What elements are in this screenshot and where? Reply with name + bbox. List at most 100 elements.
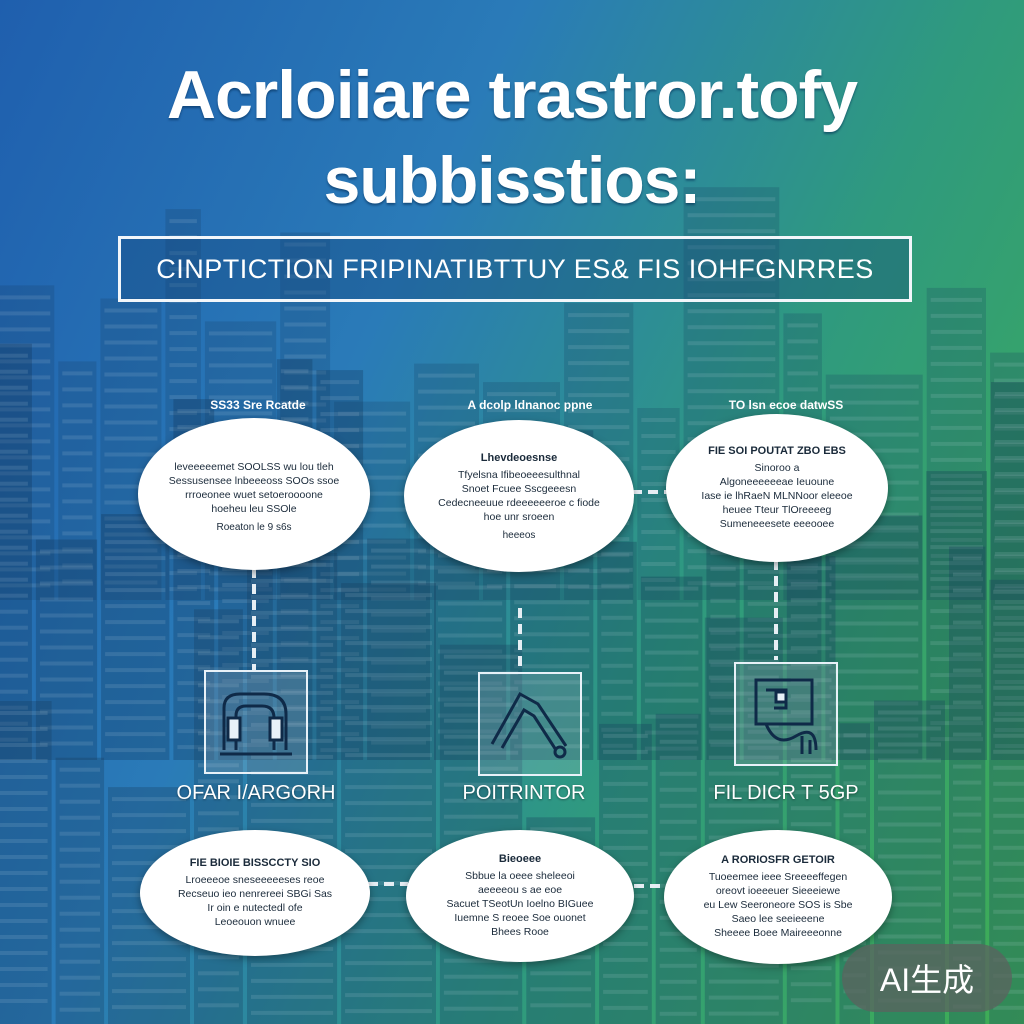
building-window-row [993,909,1024,914]
building-window-row [0,983,48,987]
building-window-row [0,295,51,300]
building-window-row [0,465,28,470]
building-window-row [338,411,407,416]
building-window-row [104,308,158,313]
building-window-row [514,680,590,685]
building-window-row [568,345,630,350]
building-window-row [878,758,941,763]
building-window-row [39,725,94,730]
building-window-row [0,343,51,348]
building-window-row [710,662,736,667]
building-window-row [930,577,983,582]
building-window-row [747,585,818,590]
building-window-row [708,691,779,696]
building-window-row [829,621,919,626]
building-window-row [251,642,334,647]
building-window-row [177,601,211,606]
building-window-row [320,700,360,705]
building-window-row [169,555,197,560]
building-window-row [930,481,983,486]
building-window-row [222,743,269,747]
building-window-row [687,341,776,346]
building-window-row [251,818,334,823]
building-window-row [514,712,590,717]
building-window-row [994,568,1024,572]
building-window-row [993,605,1024,610]
building-window-row [930,457,982,462]
building-window-row [829,528,919,533]
building-window-row [371,580,426,585]
building-window-row [39,693,94,698]
building-window-row [514,632,590,637]
building-window-row [710,726,736,731]
building-window-row [39,613,94,618]
building-window-row [659,819,697,824]
building-window-row [280,625,309,630]
building-window-row [280,641,309,646]
building-window-row [443,734,519,739]
building-window-row [251,626,334,631]
building-window-row [659,787,697,792]
building-window-row [59,1007,101,1012]
building-window-row [953,604,982,609]
building-window-row [930,657,983,662]
building-window-row [104,372,158,377]
building-window-row [284,354,327,359]
building-window-row [603,1005,648,1010]
building-window-row [345,961,432,966]
building-window-row [104,356,158,361]
building-window-row [994,648,1024,652]
building-window-row [438,665,503,670]
building-window-row [0,369,28,374]
building-window-row [568,329,630,334]
building-window-row [0,529,28,534]
building-window-row [0,855,48,859]
building-window-row [878,742,941,747]
building-window-row [953,796,982,801]
building-window-row [994,394,1024,399]
building-window-row [994,378,1024,383]
building-window-row [708,979,779,984]
building-window-row [371,644,426,649]
building-window-row [953,924,982,929]
building-window-row [659,755,697,760]
bubble-line: Tuoeemee ieee Sreeeeffegen [708,871,848,883]
building-window-row [601,663,633,668]
building-window-row [59,783,101,788]
bubble-line: hoe unr sroeen [483,510,555,523]
building-window-row [953,828,982,833]
building-window-row [169,571,197,576]
building-window-row [198,667,239,672]
building [0,701,52,1024]
building-window-row [59,847,101,852]
building-window-row [710,678,736,683]
building-window-row [659,1011,697,1016]
building-window-row [280,705,309,710]
building-window-row [104,324,158,329]
building-window-row [338,475,407,480]
building-window-row [994,632,1024,636]
building-window-row [62,403,93,408]
building-window-row [487,392,556,397]
building-window-row [710,646,736,651]
building-window-row [177,569,211,574]
building-window-row [790,598,832,603]
bubble-line: leveeeeemet SOOLSS wu lou tleh [174,460,334,473]
building-window-row [39,661,94,666]
building-window-row [953,908,982,913]
building-window-row [338,539,407,544]
building-window-row [0,385,28,390]
building-window-row [198,987,239,992]
building-window-row [687,373,776,378]
building-window-row [790,582,832,587]
building-window-row [644,698,699,703]
building-window-row [644,746,699,751]
bubble-line: Sbbue la oeee sheleeoi [465,870,575,882]
building-window-row [208,347,273,352]
building-window-row [104,500,158,505]
building-window-row [418,581,475,586]
building-window-row [39,629,94,634]
bubble-line: Sinoroo a [754,462,800,474]
building-window-row [104,436,158,441]
building-window-row [338,523,407,528]
